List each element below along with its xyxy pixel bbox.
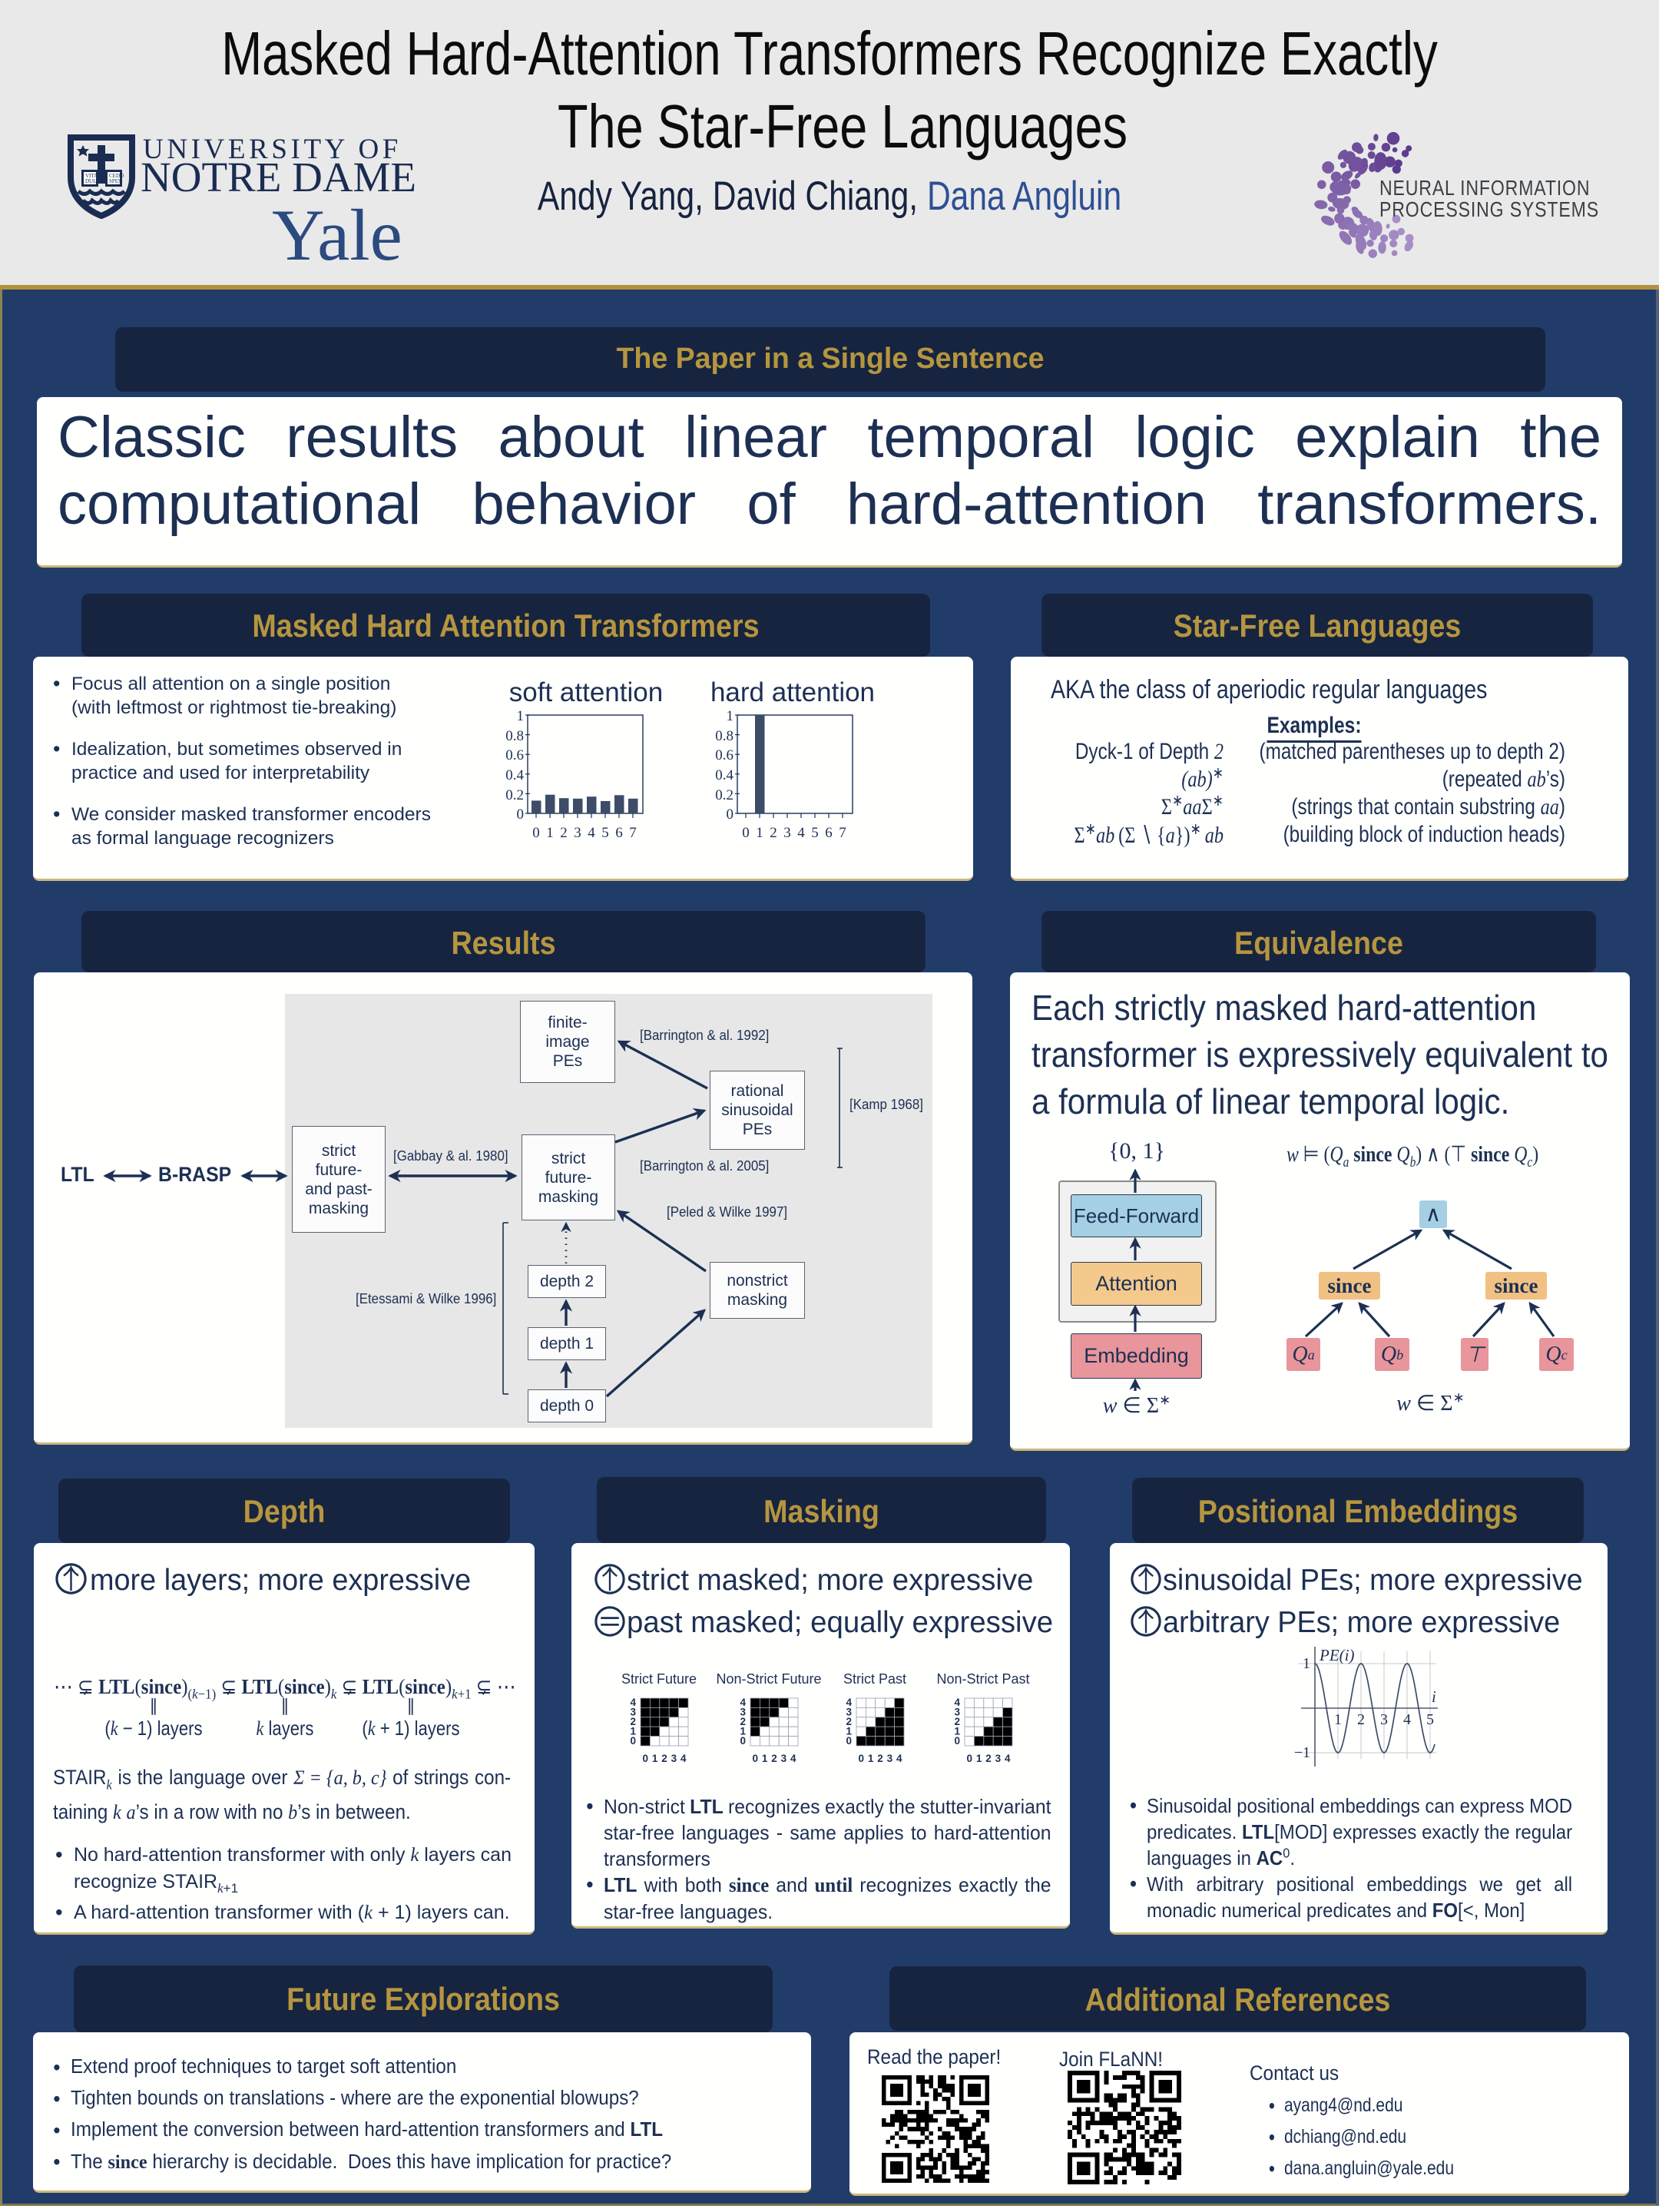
- svg-text:4: 4: [1403, 1711, 1411, 1728]
- svg-text:0: 0: [517, 806, 525, 823]
- svg-text:1: 1: [740, 1725, 746, 1737]
- svg-text:2: 2: [877, 1753, 883, 1764]
- svg-text:CEDO: CEDO: [109, 173, 124, 179]
- svg-text:4: 4: [896, 1753, 902, 1764]
- svg-text:2: 2: [661, 1753, 667, 1764]
- svg-text:0.8: 0.8: [505, 728, 524, 744]
- svg-text:4: 4: [1005, 1753, 1011, 1764]
- svg-text:0.6: 0.6: [715, 747, 733, 763]
- svg-text:6: 6: [615, 825, 623, 841]
- svg-text:2: 2: [770, 825, 777, 841]
- svg-text:5: 5: [1426, 1711, 1434, 1728]
- svg-text:3: 3: [740, 1707, 746, 1718]
- svg-text:0: 0: [630, 1735, 636, 1747]
- svg-text:0: 0: [752, 1753, 758, 1764]
- svg-text:0: 0: [846, 1735, 852, 1747]
- svg-text:3: 3: [1380, 1711, 1388, 1728]
- svg-text:i: i: [1432, 1687, 1436, 1706]
- svg-text:4: 4: [790, 1753, 796, 1764]
- svg-text:5: 5: [811, 825, 819, 841]
- svg-text:PE(i): PE(i): [1319, 1646, 1354, 1664]
- svg-text:0: 0: [532, 825, 540, 841]
- svg-text:2: 2: [954, 1716, 960, 1727]
- svg-text:1: 1: [630, 1725, 636, 1737]
- svg-text:2: 2: [1357, 1711, 1365, 1728]
- svg-text:3: 3: [995, 1753, 1002, 1764]
- svg-text:1: 1: [727, 709, 734, 724]
- svg-text:0.8: 0.8: [715, 728, 733, 744]
- svg-text:3: 3: [671, 1753, 677, 1764]
- svg-text:1: 1: [1334, 1711, 1342, 1728]
- svg-text:1: 1: [954, 1725, 960, 1737]
- svg-text:3: 3: [887, 1753, 893, 1764]
- svg-text:4: 4: [740, 1697, 746, 1708]
- svg-text:1: 1: [756, 825, 763, 841]
- svg-text:SPES: SPES: [109, 178, 121, 184]
- svg-text:DUL: DUL: [85, 178, 96, 184]
- svg-text:VITA: VITA: [85, 173, 98, 179]
- svg-text:1: 1: [762, 1753, 768, 1764]
- svg-text:4: 4: [797, 825, 805, 841]
- svg-text:3: 3: [781, 1753, 787, 1764]
- svg-text:4: 4: [588, 825, 595, 841]
- svg-text:4: 4: [846, 1697, 852, 1708]
- svg-text:0: 0: [858, 1753, 864, 1764]
- svg-text:2: 2: [985, 1753, 992, 1764]
- svg-text:1: 1: [976, 1753, 982, 1764]
- svg-text:1: 1: [517, 709, 525, 724]
- svg-text:4: 4: [954, 1697, 960, 1708]
- svg-text:1: 1: [652, 1753, 658, 1764]
- svg-text:1: 1: [546, 825, 554, 841]
- svg-text:3: 3: [954, 1707, 960, 1718]
- svg-text:2: 2: [771, 1753, 777, 1764]
- svg-text:3: 3: [783, 825, 791, 841]
- svg-text:0: 0: [966, 1753, 972, 1764]
- svg-text:1: 1: [1303, 1655, 1310, 1672]
- svg-text:2: 2: [846, 1716, 852, 1727]
- svg-text:−1: −1: [1294, 1744, 1310, 1761]
- svg-text:0.2: 0.2: [715, 787, 733, 803]
- svg-text:4: 4: [630, 1697, 636, 1708]
- svg-text:3: 3: [574, 825, 581, 841]
- svg-text:0: 0: [727, 806, 734, 823]
- svg-text:1: 1: [868, 1753, 874, 1764]
- svg-text:0: 0: [742, 825, 750, 841]
- svg-text:1: 1: [846, 1725, 852, 1737]
- svg-text:7: 7: [629, 825, 637, 841]
- svg-text:2: 2: [740, 1716, 746, 1727]
- svg-text:6: 6: [825, 825, 833, 841]
- svg-text:0.4: 0.4: [715, 767, 733, 783]
- svg-text:3: 3: [846, 1707, 852, 1718]
- svg-text:3: 3: [630, 1707, 636, 1718]
- svg-text:0: 0: [954, 1735, 960, 1747]
- svg-text:0.4: 0.4: [505, 767, 524, 783]
- svg-text:0.6: 0.6: [505, 747, 524, 763]
- svg-text:0: 0: [740, 1735, 746, 1747]
- svg-text:4: 4: [680, 1753, 687, 1764]
- svg-text:0: 0: [642, 1753, 648, 1764]
- svg-text:5: 5: [601, 825, 609, 841]
- svg-text:2: 2: [630, 1716, 636, 1727]
- svg-text:7: 7: [839, 825, 846, 841]
- svg-text:2: 2: [560, 825, 568, 841]
- svg-text:0.2: 0.2: [505, 787, 524, 803]
